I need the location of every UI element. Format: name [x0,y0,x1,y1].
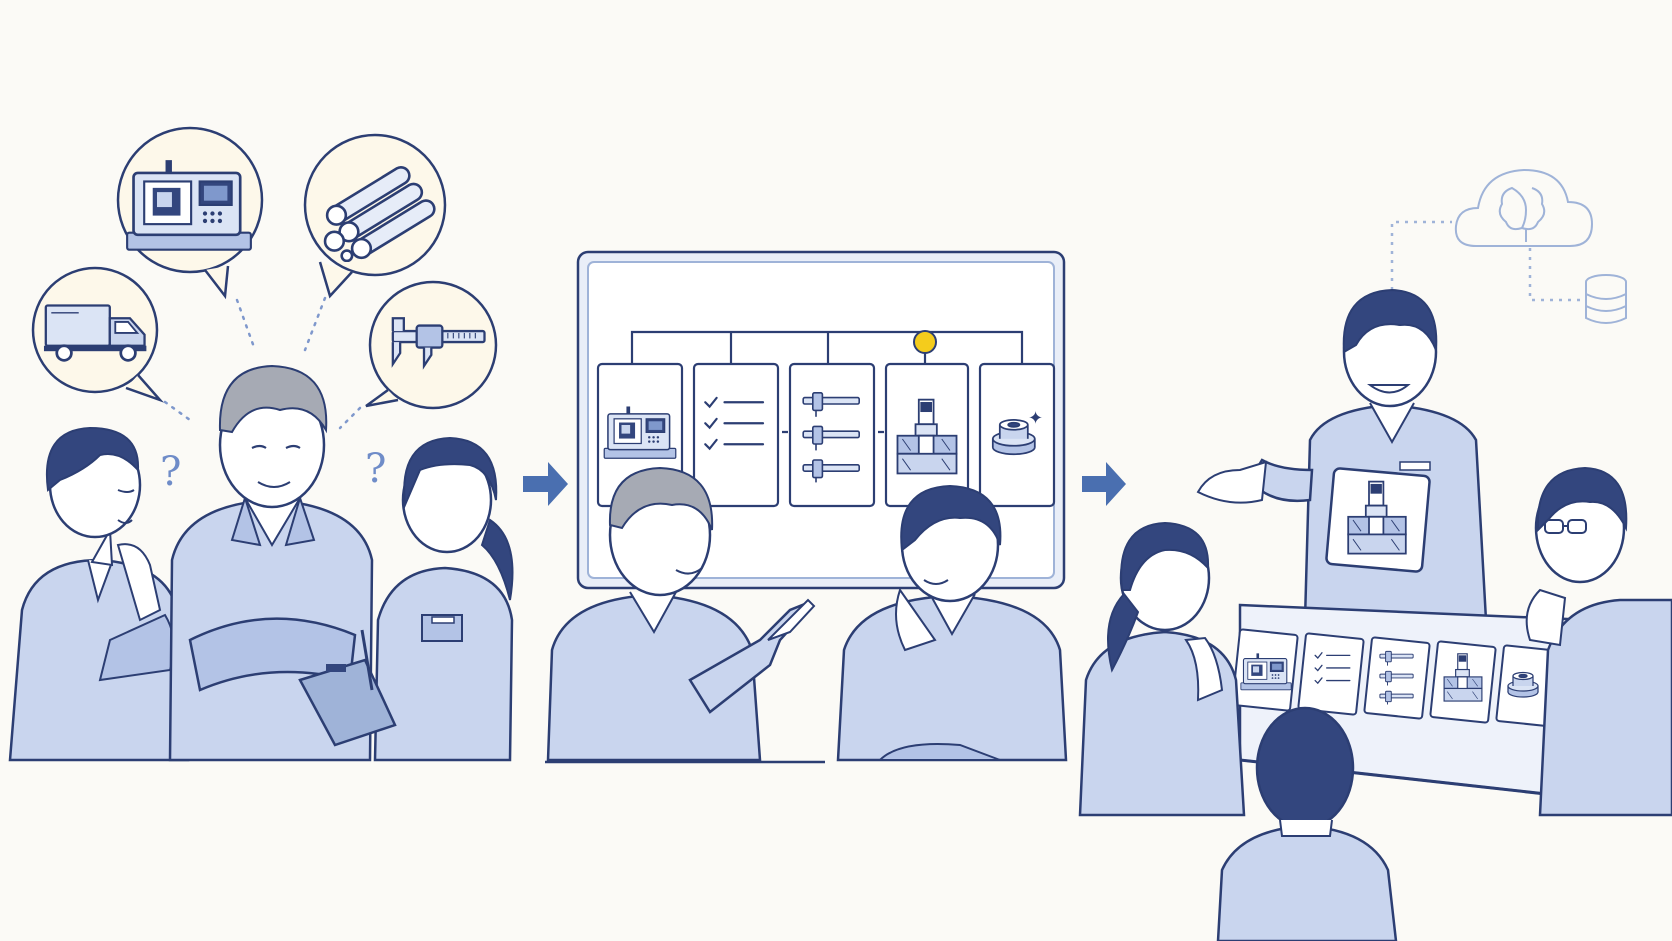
female-worker-right [373,436,514,762]
worker-back-view [1216,706,1398,941]
senior-worker-center [168,364,374,762]
question-mark-right: ? [365,446,386,492]
process-cards: ✦ [596,362,1056,508]
clipboard [298,629,397,747]
cloud-connectors [1390,220,1584,302]
glasses [1544,519,1587,534]
young-worker-left [8,426,190,762]
right-arrow-icon-2 [1082,462,1126,506]
thought-dots [163,296,362,430]
database-icon [1585,274,1627,324]
female-worker-listening [1078,521,1246,817]
question-mark-left: ? [160,449,181,495]
cnc-machine-icon [603,405,677,460]
thought-bubble-metal-bars [303,133,447,299]
senior-worker-pointing [546,466,816,762]
young-worker-thinking [836,484,1068,762]
sparkle: ✦ [1028,408,1043,429]
presenter-worker [1196,288,1488,622]
right-arrow-icon-1 [523,462,568,506]
thought-bubble-truck [31,266,165,403]
thought-bubble-cnc-machine [116,126,264,300]
cnc-machine-icon [1240,652,1292,691]
finished-part-icon [1507,671,1539,698]
cnc-machine-icon [125,158,253,252]
thought-bubble-caliper [365,280,498,410]
highlight-marker [913,330,937,354]
ai-cloud-icon [1454,168,1594,247]
worker-with-glasses [1525,466,1672,817]
